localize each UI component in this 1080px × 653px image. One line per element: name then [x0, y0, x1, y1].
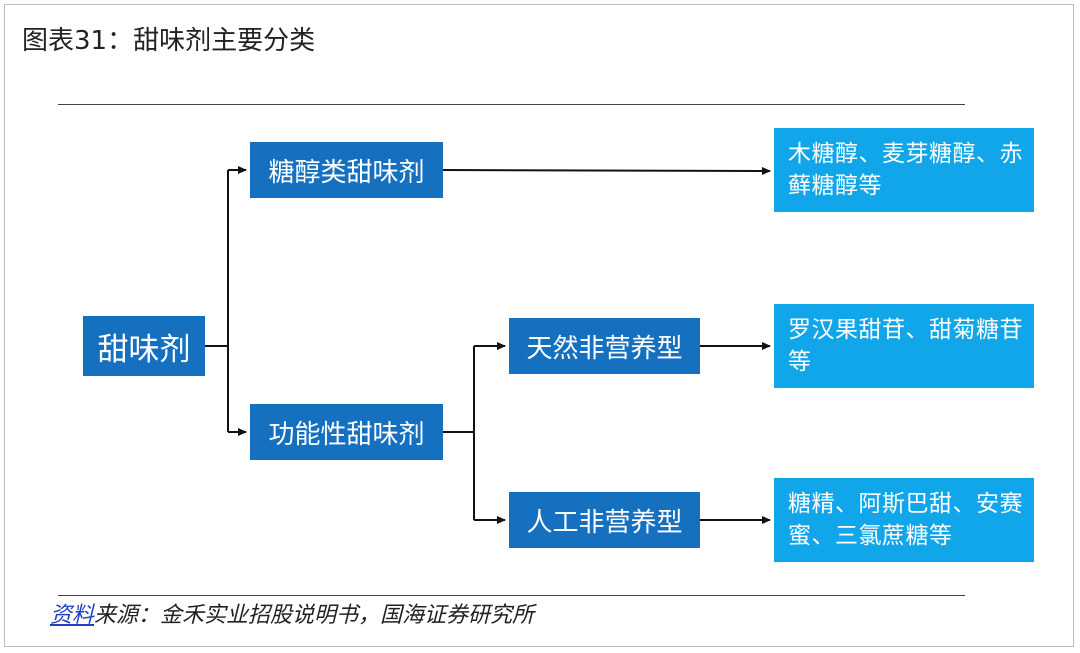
- figure-title: 图表31：甜味剂主要分类: [22, 26, 316, 56]
- source-link[interactable]: 资料: [50, 603, 95, 628]
- source-note: 资料来源：金禾实业招股说明书，国海证券研究所: [50, 597, 534, 629]
- figure-frame: [4, 4, 1074, 647]
- leaf-line: 罗汉果甜苷、甜菊糖苷: [788, 317, 1023, 343]
- node-sugar-alcohol-sweetener: 糖醇类甜味剂: [250, 142, 443, 198]
- source-text: 来源：金禾实业招股说明书，国海证券研究所: [94, 603, 535, 628]
- leaf-line: 等: [788, 349, 812, 375]
- leaf-natural-examples: 罗汉果甜苷、甜菊糖苷 等: [774, 304, 1034, 388]
- node-functional-sweetener: 功能性甜味剂: [250, 404, 443, 460]
- root-node-sweetener: 甜味剂: [83, 316, 205, 376]
- leaf-line: 藓糖醇等: [788, 173, 882, 199]
- arrow-to-leaf-1: [442, 166, 771, 175]
- leaf-line: 蜜、三氯蔗糖等: [788, 523, 953, 549]
- node-natural-non-nutritive: 天然非营养型: [509, 318, 700, 374]
- leaf-line: 糖精、阿斯巴甜、安赛: [788, 491, 1023, 517]
- leaf-artificial-examples: 糖精、阿斯巴甜、安赛 蜜、三氯蔗糖等: [774, 478, 1034, 562]
- top-rule: [58, 104, 965, 105]
- node-artificial-non-nutritive: 人工非营养型: [509, 492, 700, 548]
- bottom-rule: [58, 595, 965, 596]
- leaf-line: 木糖醇、麦芽糖醇、赤: [788, 141, 1023, 167]
- leaf-sugar-alcohol-examples: 木糖醇、麦芽糖醇、赤 藓糖醇等: [774, 128, 1034, 212]
